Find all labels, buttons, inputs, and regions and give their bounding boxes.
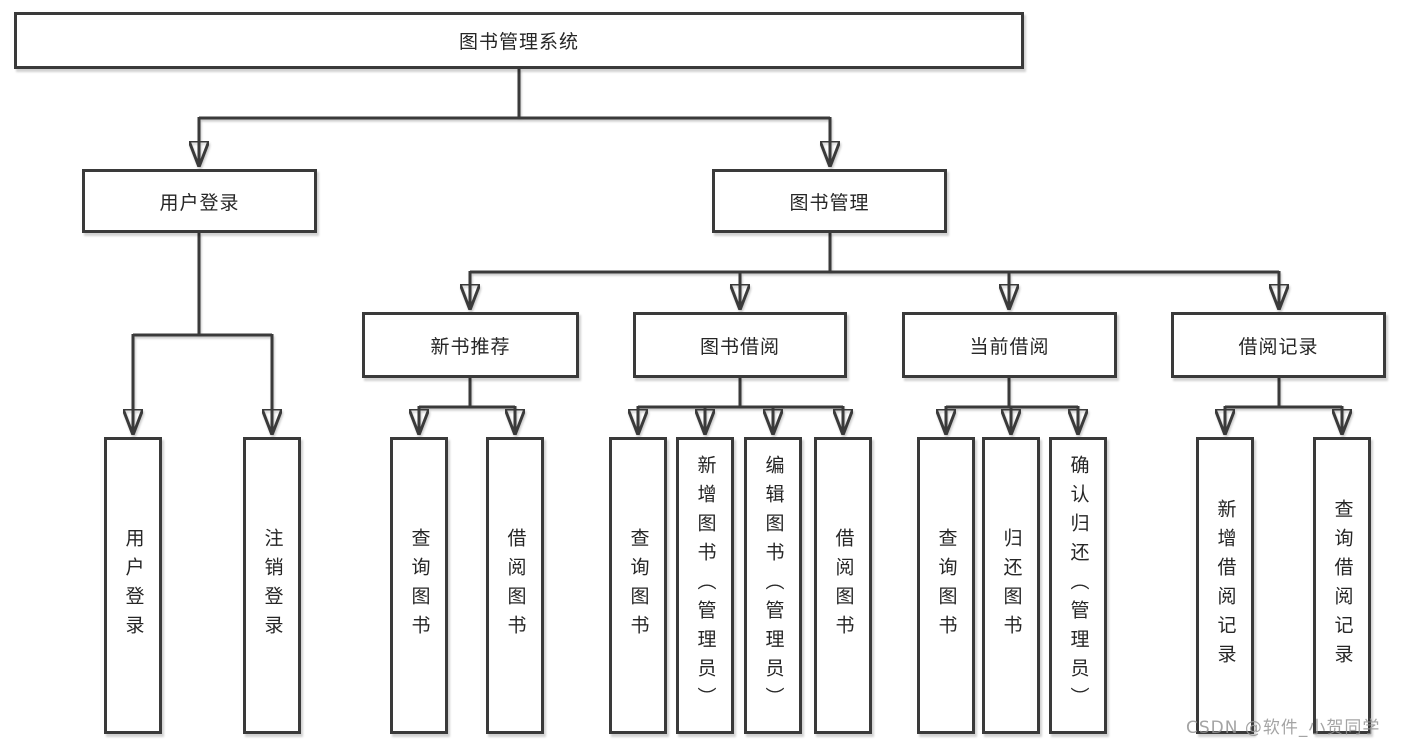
connector-current-borrowing <box>946 378 1078 431</box>
leaf-bb-edit-books-admin: 编辑图书（管理员） <box>744 437 802 734</box>
leaf-bb-borrow-books: 借阅图书 <box>814 437 872 734</box>
leaf-nbr-query-books: 查询图书 <box>390 437 448 734</box>
leaf-bb-add-books-admin: 新增图书（管理员） <box>676 437 734 734</box>
leaf-logout-login: 注销登录 <box>243 437 301 734</box>
leaf-br-query-borrow-record: 查询借阅记录 <box>1313 437 1371 734</box>
leaf-br-add-borrow-record: 新增借阅记录 <box>1196 437 1254 734</box>
node-book-borrowing: 图书借阅 <box>633 312 847 378</box>
leaf-cb-query-books: 查询图书 <box>917 437 975 734</box>
csdn-watermark: CSDN @软件_小贺同学 <box>1186 718 1381 738</box>
node-library-system: 图书管理系统 <box>14 12 1024 69</box>
node-current-borrowing: 当前借阅 <box>902 312 1117 378</box>
connector-book-management <box>470 233 1279 306</box>
connector-borrowing-records <box>1225 378 1342 431</box>
leaf-cb-return-books: 归还图书 <box>982 437 1040 734</box>
node-new-book-recommend: 新书推荐 <box>362 312 579 378</box>
leaf-nbr-borrow-books: 借阅图书 <box>486 437 544 734</box>
connector-book-borrowing <box>638 378 843 431</box>
leaf-cb-confirm-return-admin: 确认归还（管理员） <box>1049 437 1107 734</box>
leaf-bb-query-books: 查询图书 <box>609 437 667 734</box>
node-borrowing-records: 借阅记录 <box>1171 312 1386 378</box>
connector-root <box>199 69 830 163</box>
node-book-management: 图书管理 <box>712 169 947 233</box>
connector-new-book-recommend <box>419 378 515 431</box>
leaf-user-login: 用户登录 <box>104 437 162 734</box>
connector-user-login <box>133 233 272 431</box>
node-user-login: 用户登录 <box>82 169 317 233</box>
